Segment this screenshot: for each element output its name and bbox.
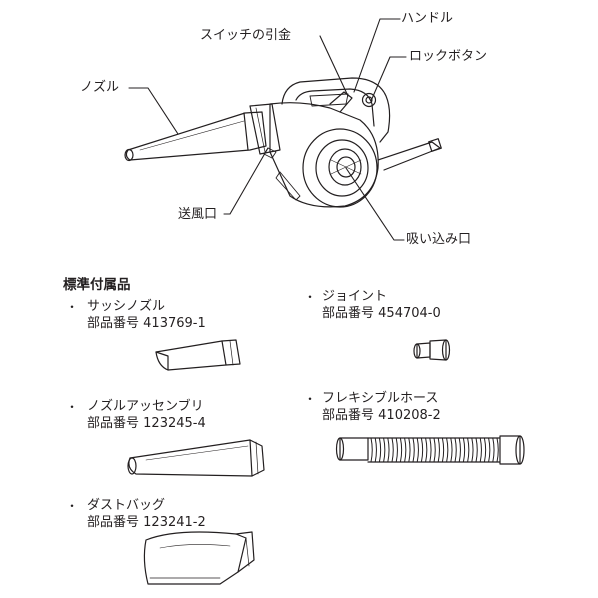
blower-body — [269, 102, 379, 208]
power-cord — [377, 141, 441, 171]
leader-inlet — [345, 167, 405, 241]
callout-switch-trigger: スイッチの引金 — [200, 28, 292, 43]
nozzle-assembly-illustration — [127, 439, 265, 477]
joint-illustration — [413, 339, 451, 361]
lock-button-shape — [361, 92, 377, 108]
bullet: ・ — [304, 290, 317, 304]
accessory-sash-nozzle: サッシノズル 部品番号 413769-1 — [87, 298, 206, 332]
dust-bag-illustration — [143, 531, 255, 585]
blower-illustration — [124, 77, 442, 208]
accessory-name: サッシノズル — [87, 299, 166, 314]
nozzle-collar — [249, 103, 281, 155]
accessory-part: 部品番号 123245-4 — [87, 416, 206, 431]
flexible-hose-illustration — [335, 435, 525, 465]
accessory-name: ダストバッグ — [87, 498, 166, 513]
accessory-dust-bag: ダストバッグ 部品番号 123241-2 — [87, 497, 206, 531]
blower-handle — [281, 77, 391, 143]
bullet: ・ — [66, 300, 79, 314]
callout-air-outlet: 送風口 — [178, 207, 218, 222]
leader-nozzle — [128, 87, 179, 135]
accessory-joint: ジョイント 部品番号 454704-0 — [322, 288, 441, 322]
bullet: ・ — [66, 499, 79, 513]
leader-handle — [353, 18, 401, 93]
nozzle-tube — [125, 111, 267, 161]
callout-nozzle: ノズル — [80, 80, 120, 95]
accessory-part: 部品番号 454704-0 — [322, 306, 441, 321]
accessory-part: 部品番号 123241-2 — [87, 515, 206, 530]
intake-ring-outer — [302, 128, 378, 208]
callout-air-inlet: 吸い込み口 — [406, 232, 472, 247]
callout-lock-button: ロックボタン — [409, 49, 488, 64]
accessory-nozzle-assembly: ノズルアッセンブリ 部品番号 123245-4 — [87, 398, 206, 432]
accessories-title: 標準付属品 — [63, 277, 131, 293]
callout-handle: ハンドル — [401, 11, 454, 26]
sash-nozzle-illustration — [155, 339, 241, 371]
accessory-name: フレキシブルホース — [322, 391, 439, 406]
callout-leaders — [128, 18, 407, 241]
accessory-flexible-hose: フレキシブルホース 部品番号 410208-2 — [322, 390, 441, 424]
accessory-name: ジョイント — [322, 289, 388, 304]
accessory-part: 部品番号 410208-2 — [322, 408, 441, 423]
accessory-name: ノズルアッセンブリ — [87, 399, 204, 414]
leader-switch — [319, 35, 349, 97]
bullet: ・ — [66, 400, 79, 414]
bullet: ・ — [304, 392, 317, 406]
leader-outlet — [223, 147, 269, 215]
accessory-part: 部品番号 413769-1 — [87, 316, 206, 331]
leader-lock — [370, 56, 407, 102]
